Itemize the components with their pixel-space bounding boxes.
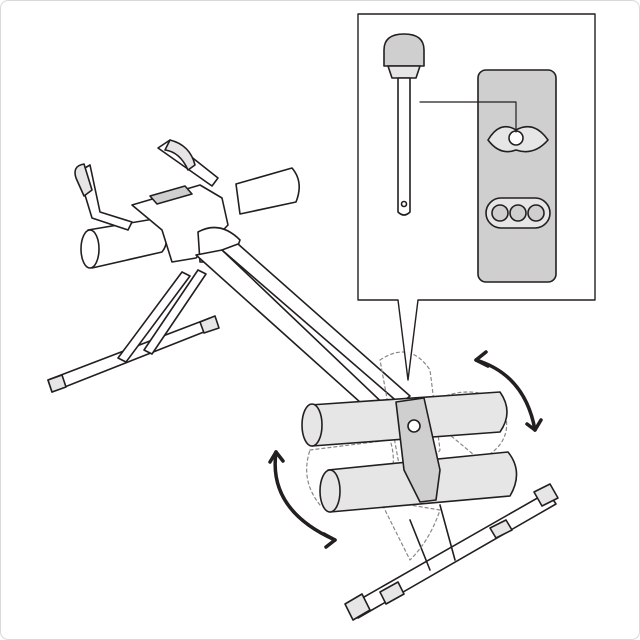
right-handle-pad (235, 167, 300, 215)
handlebars (74, 139, 219, 231)
left-handle-pad (80, 217, 168, 269)
main-rails (195, 243, 411, 421)
leader-line (419, 101, 517, 133)
detail-inset (357, 13, 596, 381)
rear-legs (117, 269, 207, 363)
front-base-bar (344, 483, 559, 621)
pad-carriage (395, 397, 441, 503)
rotate-arrow-icon (268, 350, 543, 549)
rear-base-bar (47, 315, 220, 393)
hole-plate-icon (477, 69, 557, 283)
adjustment-pin-icon (383, 33, 425, 216)
